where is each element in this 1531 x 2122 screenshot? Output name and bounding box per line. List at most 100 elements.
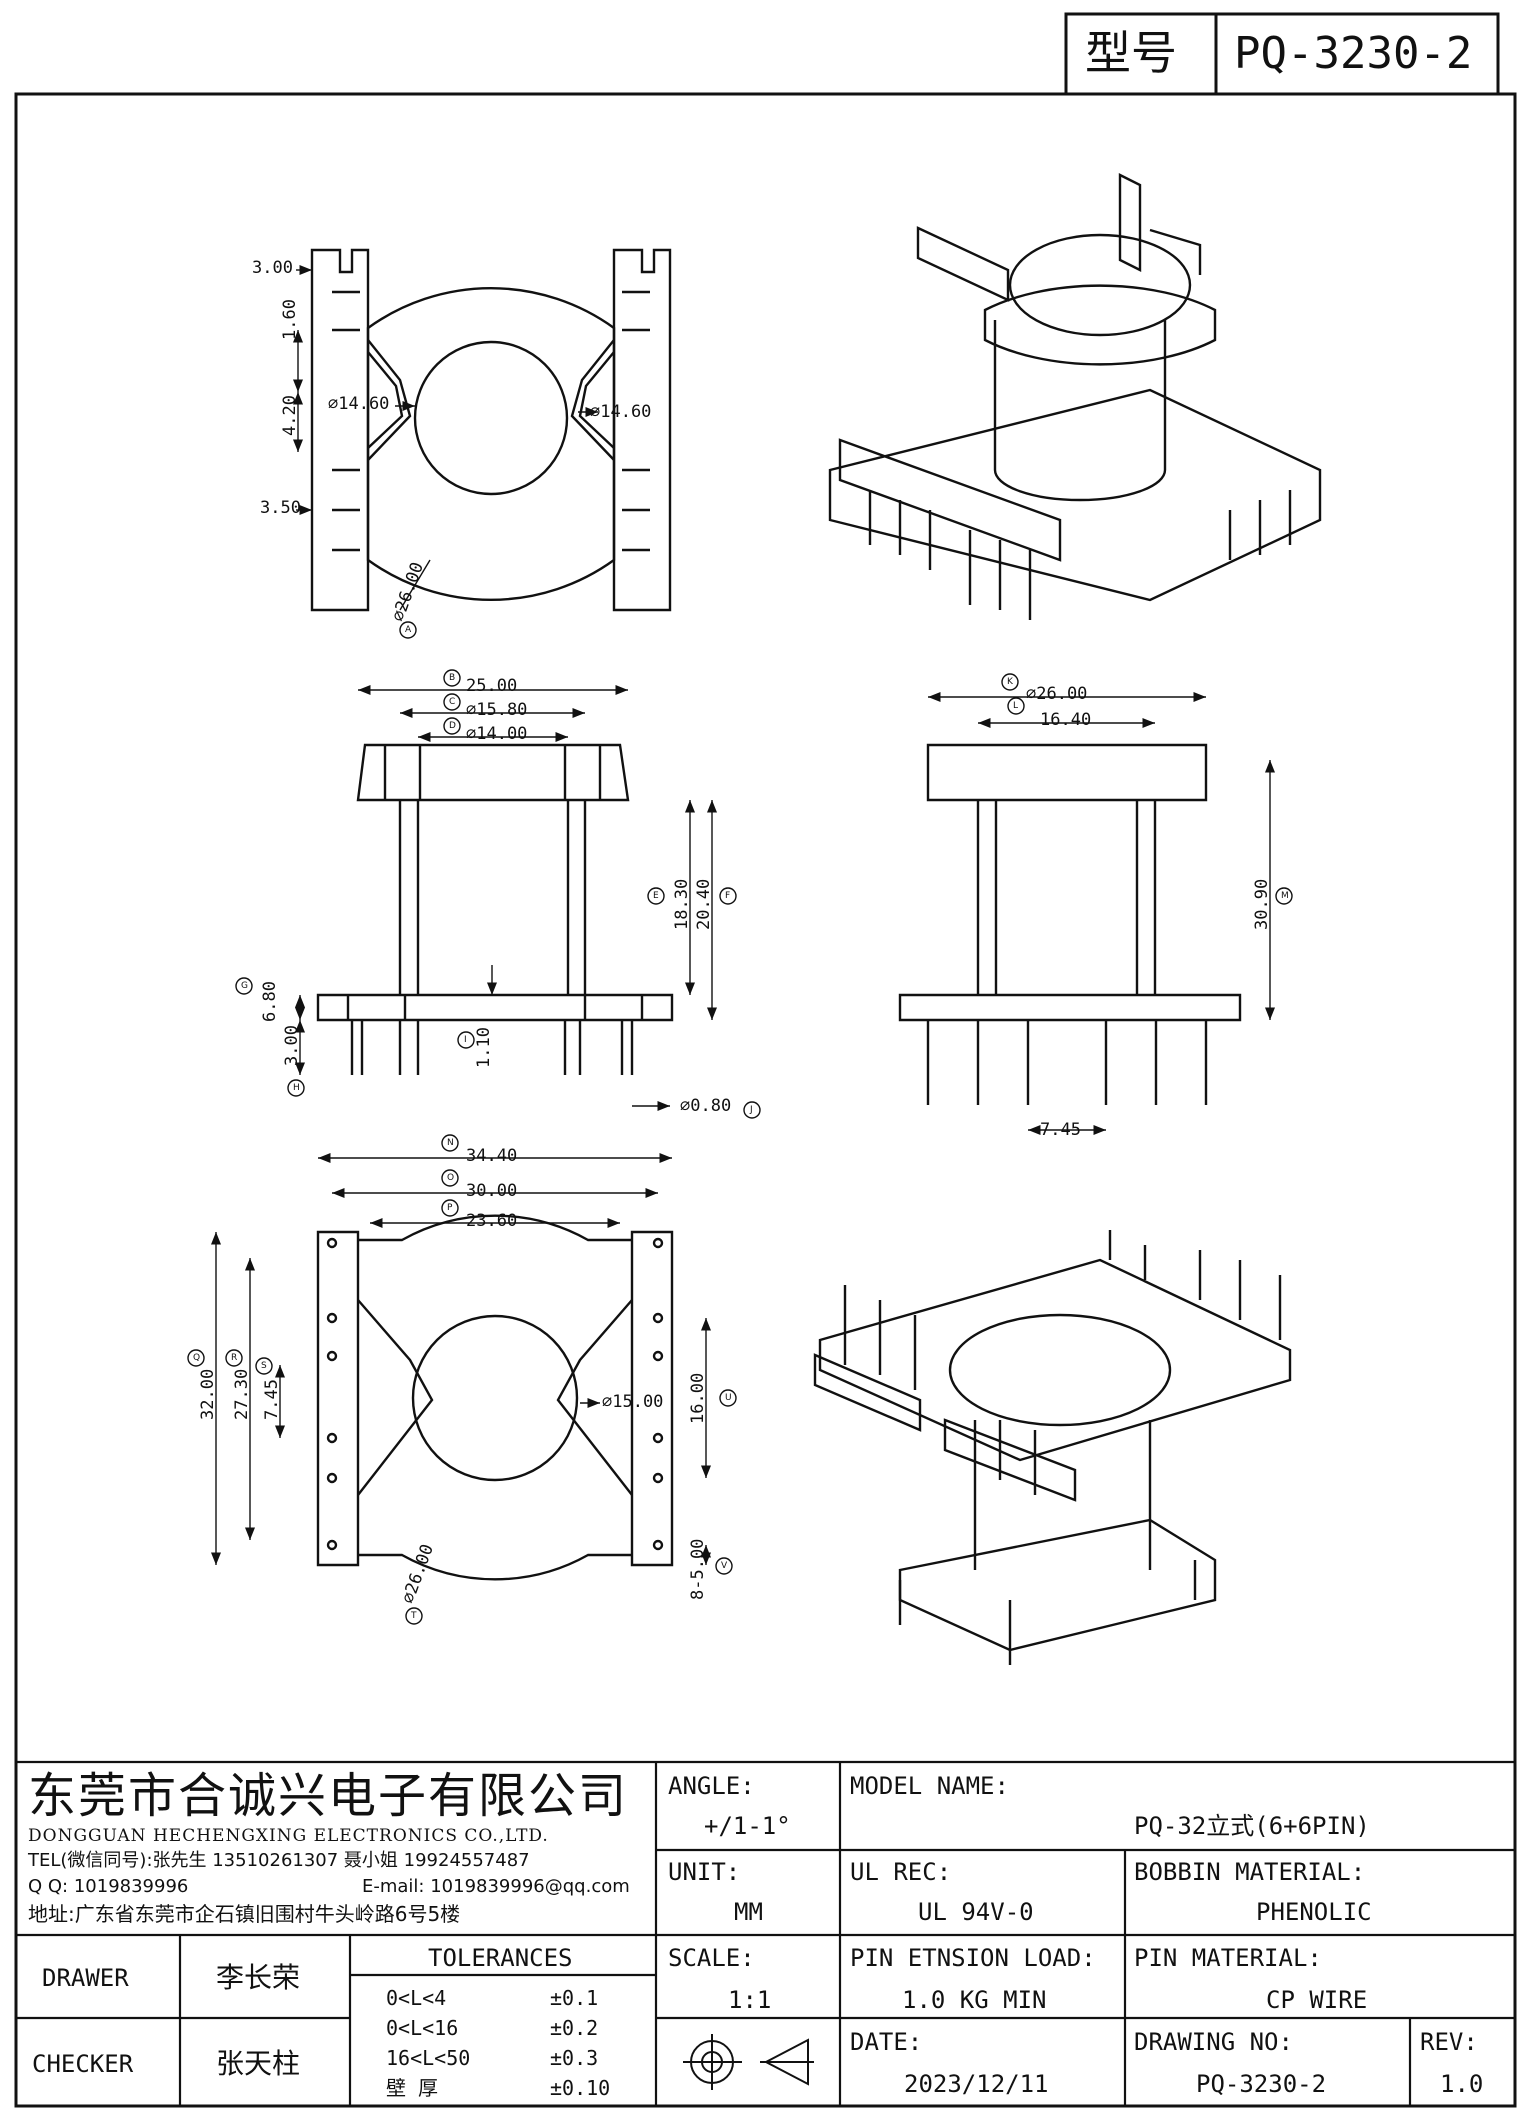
company-name-cn: 东莞市合诚兴电子有限公司 (28, 1768, 629, 1824)
iso-top-right-clip (1118, 173, 1202, 275)
dim-top-dia-left: ⌀14.60 (328, 394, 390, 414)
iso-bottom-pins (843, 1230, 1282, 1495)
model-label: 型号 (1085, 26, 1177, 80)
bottom-view-right-slot (556, 1299, 633, 1496)
top-view-right-slot (570, 339, 615, 461)
pin-material-value: CP WIRE (1266, 1986, 1368, 2014)
drawing-no-value: PQ-3230-2 (1196, 2070, 1327, 2098)
dim-front-dia-15-80: ⌀15.80 (466, 700, 528, 720)
model-name-label: MODEL NAME: (850, 1772, 1009, 1800)
bubble-l: L (1013, 701, 1019, 711)
top-view-left-slot (367, 339, 412, 461)
iso-top-hole (1008, 233, 1192, 337)
sheet-frame (14, 12, 1517, 2108)
dimension-lines (210, 264, 1276, 1565)
dim-front-1-10: 1.10 (474, 1027, 494, 1068)
iso-bottom-upper-frame (818, 1258, 1292, 1462)
company-qq: Q Q: 1019839996 (28, 1876, 189, 1897)
pin-extension-load-value: 1.0 KG MIN (902, 1986, 1047, 2014)
top-view-flange-outline (366, 287, 616, 601)
tolerance-range-4: 壁 厚 (386, 2076, 439, 2100)
dim-top-4-20: 4.20 (280, 395, 300, 436)
dim-bottom-23-60: 23.60 (466, 1211, 518, 1231)
top-view-right-comb (612, 248, 672, 612)
bubble-d: D (449, 721, 456, 731)
bubble-g: G (241, 981, 248, 991)
bubble-r: R (231, 1353, 238, 1363)
dim-bottom-16-00: 16.00 (688, 1372, 708, 1424)
bubble-i: I (464, 1035, 467, 1045)
angle-value: +/1-1° (704, 1812, 791, 1840)
bottom-view-outline (358, 1214, 632, 1581)
bubble-f: F (725, 891, 731, 901)
bubble-m: M (1281, 891, 1289, 901)
drawer-name: 李长荣 (216, 1961, 301, 1994)
iso-bottom-core (973, 1420, 1152, 1570)
top-view-left-comb (310, 248, 370, 612)
bottom-view-left-rail (316, 1230, 360, 1567)
side-view-pins (926, 1020, 1208, 1105)
dim-front-18-30: 18.30 (672, 878, 692, 930)
bubble-j: J (750, 1105, 753, 1115)
bottom-view-pin-holes (326, 1237, 664, 1551)
dim-bottom-27-30: 27.30 (232, 1368, 252, 1420)
front-view-core (398, 800, 587, 995)
iso-view-top (828, 173, 1322, 620)
bobbin-material-value: PHENOLIC (1256, 1898, 1372, 1926)
iso-view-bottom (813, 1230, 1292, 1665)
tolerance-range-3: 16<L<50 (386, 2046, 471, 2070)
company-name-en: DONGGUAN HECHENGXING ELECTRONICS CO.,LTD… (28, 1826, 549, 1846)
drawer-label: DRAWER (42, 1964, 129, 1992)
dim-bottom-dia-15-00: ⌀15.00 (602, 1392, 664, 1412)
tolerances-title: TOLERANCES (428, 1944, 573, 1972)
dim-front-3-00: 3.00 (282, 1025, 302, 1066)
bobbin-material-label: BOBBIN MATERIAL: (1134, 1858, 1366, 1886)
dim-front-6-80: 6.80 (260, 981, 280, 1022)
ul-rec-value: UL 94V-0 (918, 1898, 1034, 1926)
iso-top-left-clip (916, 226, 1010, 302)
tolerance-value-1: ±0.1 (550, 1986, 599, 2010)
pin-material-label: PIN MATERIAL: (1134, 1944, 1322, 1972)
model-value: PQ-3230-2 (1234, 28, 1473, 79)
tolerance-value-4: ±0.10 (550, 2076, 611, 2100)
unit-label: UNIT: (668, 1858, 741, 1886)
unit-value: MM (734, 1898, 763, 1926)
projection-symbol (683, 2034, 814, 2090)
company-address: 地址:广东省东莞市企石镇旧围村牛头岭路6号5楼 (28, 1902, 461, 1926)
iso-top-lower-flange (828, 388, 1322, 602)
scale-value: 1:1 (728, 1986, 772, 2014)
dim-top-3-00: 3.00 (252, 258, 293, 278)
date-value: 2023/12/11 (904, 2070, 1049, 2098)
bubble-c: C (449, 697, 456, 707)
tolerance-value-2: ±0.2 (550, 2016, 599, 2040)
checker-name: 张天柱 (216, 2047, 301, 2080)
front-view-top-flange (356, 743, 630, 802)
front-view (316, 743, 674, 1075)
iso-bottom-hole (948, 1313, 1172, 1427)
dim-bottom-8-5-00: 8-5.00 (688, 1538, 708, 1600)
dim-bottom-32-00: 32.00 (198, 1368, 218, 1420)
pin-extension-load-label: PIN ETNSION LOAD: (850, 1944, 1096, 1972)
dim-bottom-34-40: 34.40 (466, 1146, 518, 1166)
rev-label: REV: (1420, 2028, 1478, 2056)
bubble-v: V (721, 1561, 728, 1571)
tolerance-range-1: 0<L<4 (386, 1986, 447, 2010)
dim-side-dia-26-00: ⌀26.00 (1026, 684, 1088, 704)
checker-label: CHECKER (32, 2050, 134, 2078)
model-name-value: PQ-32立式(6+6PIN) (1134, 1812, 1370, 1840)
bubble-h: H (293, 1083, 300, 1093)
bubble-q: Q (193, 1353, 201, 1363)
dim-side-pitch: 7.45 (1040, 1120, 1081, 1140)
iso-top-upper-flange (983, 284, 1217, 366)
angle-label: ANGLE: (668, 1772, 755, 1800)
reference-bubbles (187, 621, 1293, 1625)
side-view-base (898, 993, 1242, 1022)
bubble-e: E (653, 891, 659, 901)
bubble-s: S (261, 1361, 267, 1371)
iso-bottom-feet (898, 1560, 1197, 1665)
top-view (310, 248, 672, 612)
bubble-p: P (447, 1203, 453, 1213)
date-label: DATE: (850, 2028, 923, 2056)
bottom-view-right-rail (630, 1230, 674, 1567)
company-tel: TEL(微信同号):张先生 13510261307 聂小姐 1992455748… (28, 1850, 530, 1871)
